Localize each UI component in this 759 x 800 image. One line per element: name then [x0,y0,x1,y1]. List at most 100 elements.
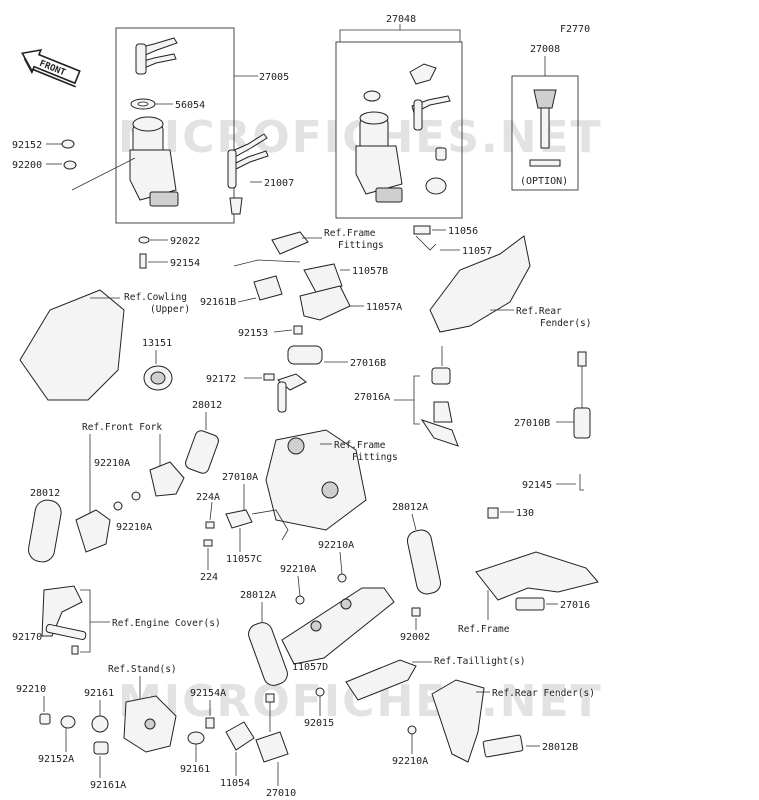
reflector-icon [482,734,524,758]
switch-bracket-icon [225,721,255,751]
lock-icon [420,367,459,447]
part-92210A-2: 92210A [116,522,152,533]
part-27010A: 27010A [222,472,258,483]
washer-icon [138,236,150,244]
part-92152A: 92152A [38,754,74,765]
cable-icon [573,351,591,439]
ref-rear-fender: Ref.Rear [516,306,562,317]
part-11057B: 11057B [352,266,388,277]
screw-icon [203,539,213,547]
key-icon [529,89,561,167]
rear-fender-icon [429,235,531,333]
part-92170: 92170 [12,632,42,643]
bracket-27048 [335,41,463,219]
part-27016: 27016 [560,600,590,611]
ignition-switch-icon [355,111,403,203]
part-11057C: 11057C [226,554,262,565]
part-92200: 92200 [12,160,42,171]
nut-icon [113,501,123,511]
option-label: (OPTION) [520,176,568,187]
part-27008: 27008 [530,44,560,55]
nut-icon [407,725,417,735]
part-27010: 27010 [266,788,296,799]
part-27016A: 27016A [354,392,390,403]
bracket-27008 [511,75,579,191]
part-92210A-4: 92210A [280,564,316,575]
nut-icon [337,573,347,583]
nut-icon [131,491,141,501]
part-11057D: 11057D [292,662,328,673]
nut-icon [39,713,51,725]
rubber-pad-icon [28,499,62,563]
ignition-switch-icon [129,116,179,207]
taillight-bracket-icon [345,659,417,701]
part-11056: 11056 [448,226,478,237]
bracket-icon [41,585,83,637]
bracket-27005 [115,27,235,224]
part-92153: 92153 [238,328,268,339]
part-27048: 27048 [386,14,416,25]
clip-icon [413,225,431,235]
screw-icon [263,373,275,381]
nut-icon [315,687,325,697]
part-92152: 92152 [12,140,42,151]
side-stand-switch-icon [255,693,289,763]
diagram-code: F2770 [560,24,590,35]
rubber-pad-icon [248,622,288,686]
clip-icon [415,235,437,251]
svg-text:(Upper): (Upper) [150,304,190,315]
part-92210A-3: 92210A [318,540,354,551]
part-92161-1: 92161 [84,688,114,699]
bracket-icon [225,509,253,529]
part-92015: 92015 [304,718,334,729]
part-224A: 224A [196,492,220,503]
bracket-icon [75,509,111,553]
lock-cylinder-icon [143,365,173,391]
nut-icon [295,595,305,605]
part-28012A-1: 28012A [392,502,428,513]
bracket-icon [149,461,185,497]
screw-icon [139,253,147,269]
cowling-icon [19,289,125,401]
clip-icon [579,474,584,491]
part-92145: 92145 [522,480,552,491]
washer-icon [363,90,381,102]
bushing-icon [91,715,109,733]
rubber-pad-icon [185,430,219,474]
key-set-icon [227,133,269,215]
frame-icon [475,551,599,601]
ref-rear-fender-2: Ref.Rear Fender(s) [492,688,595,699]
svg-text:Fittings: Fittings [338,240,384,251]
part-130: 130 [516,508,534,519]
washer-icon [60,715,76,729]
bracket-icon [271,231,309,255]
frame-fitting-icon [265,429,367,531]
part-92210A-5: 92210A [392,756,428,767]
cable-icon [251,509,289,541]
bracket-icon [299,285,351,321]
key-icon [409,63,451,195]
pad-icon [253,275,283,301]
part-27010B: 27010B [514,418,550,429]
key-icon [135,37,178,75]
bolt-icon [293,325,303,335]
part-56054: 56054 [175,100,205,111]
screw-icon [71,645,79,655]
part-92154A: 92154A [190,688,226,699]
screw-icon [205,717,215,729]
ref-frame-fittings-1: Ref.Frame [324,228,376,239]
rear-fender-icon [431,679,485,763]
svg-text:Fender(s): Fender(s) [540,318,591,329]
part-92022: 92022 [170,236,200,247]
ref-frame: Ref.Frame [458,624,510,635]
bushing-icon [187,731,205,745]
part-11054: 11054 [220,778,250,789]
washer-icon [63,160,77,170]
part-28012B: 28012B [542,742,578,753]
part-92161-2: 92161 [180,764,210,775]
rubber-pad-icon [406,529,442,595]
part-28012-left: 28012 [30,488,60,499]
part-92210A-1: 92210A [94,458,130,469]
part-28012-top: 28012 [192,400,222,411]
